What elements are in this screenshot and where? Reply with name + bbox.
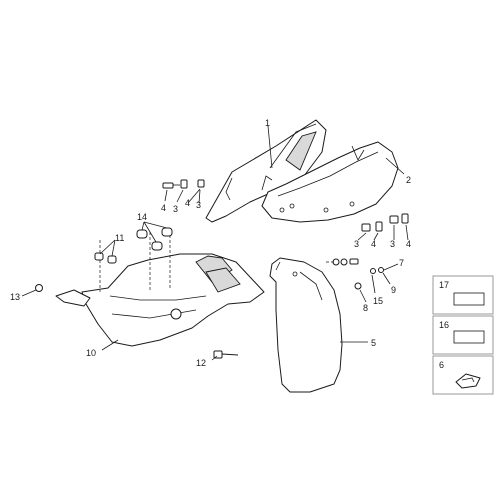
callout-5: 5 bbox=[371, 338, 376, 348]
legend-6: 6 bbox=[432, 355, 494, 395]
callout-2: 2 bbox=[406, 175, 411, 185]
legend-17-number: 17 bbox=[439, 280, 449, 290]
callout-3-d: 3 bbox=[390, 239, 395, 249]
mud-guard bbox=[269, 257, 343, 393]
legend-16-number: 16 bbox=[439, 320, 449, 330]
skid-plate bbox=[55, 230, 265, 347]
callout-4-c: 4 bbox=[371, 239, 376, 249]
fastener-cluster bbox=[326, 258, 384, 290]
legend-17: 17 bbox=[432, 275, 494, 315]
callout-4-a: 4 bbox=[161, 203, 166, 213]
callout-11: 11 bbox=[115, 233, 124, 243]
sticker-icon bbox=[453, 292, 485, 306]
side-panel-left bbox=[205, 119, 327, 223]
callout-13: 13 bbox=[10, 292, 20, 302]
screw-set-upper-left bbox=[162, 179, 205, 189]
callout-14: 14 bbox=[137, 212, 147, 222]
sticker-icon bbox=[453, 330, 485, 344]
spacers bbox=[94, 252, 117, 264]
callout-12: 12 bbox=[196, 358, 206, 368]
callout-4-d: 4 bbox=[406, 239, 411, 249]
legend-6-number: 6 bbox=[439, 360, 444, 370]
callout-9: 9 bbox=[391, 285, 396, 295]
callout-3-b: 3 bbox=[196, 200, 201, 210]
callout-7: 7 bbox=[399, 258, 404, 268]
callout-1: 1 bbox=[265, 118, 270, 128]
legend-16: 16 bbox=[432, 315, 494, 355]
long-bolt bbox=[213, 350, 239, 359]
callout-10: 10 bbox=[86, 348, 96, 358]
clip-nut-icon bbox=[455, 373, 481, 389]
callout-8: 8 bbox=[363, 303, 368, 313]
callout-3-c: 3 bbox=[354, 239, 359, 249]
leader-lines bbox=[21, 125, 409, 361]
callout-labels: 1 2 4 3 4 3 3 4 3 4 5 7 8 9 15 10 11 14 … bbox=[10, 118, 411, 368]
nut bbox=[35, 284, 43, 292]
callout-3-a: 3 bbox=[173, 204, 178, 214]
callout-15: 15 bbox=[373, 296, 383, 306]
callout-4-b: 4 bbox=[185, 198, 190, 208]
side-panel-right bbox=[261, 141, 399, 223]
screw-set-right bbox=[361, 213, 409, 232]
